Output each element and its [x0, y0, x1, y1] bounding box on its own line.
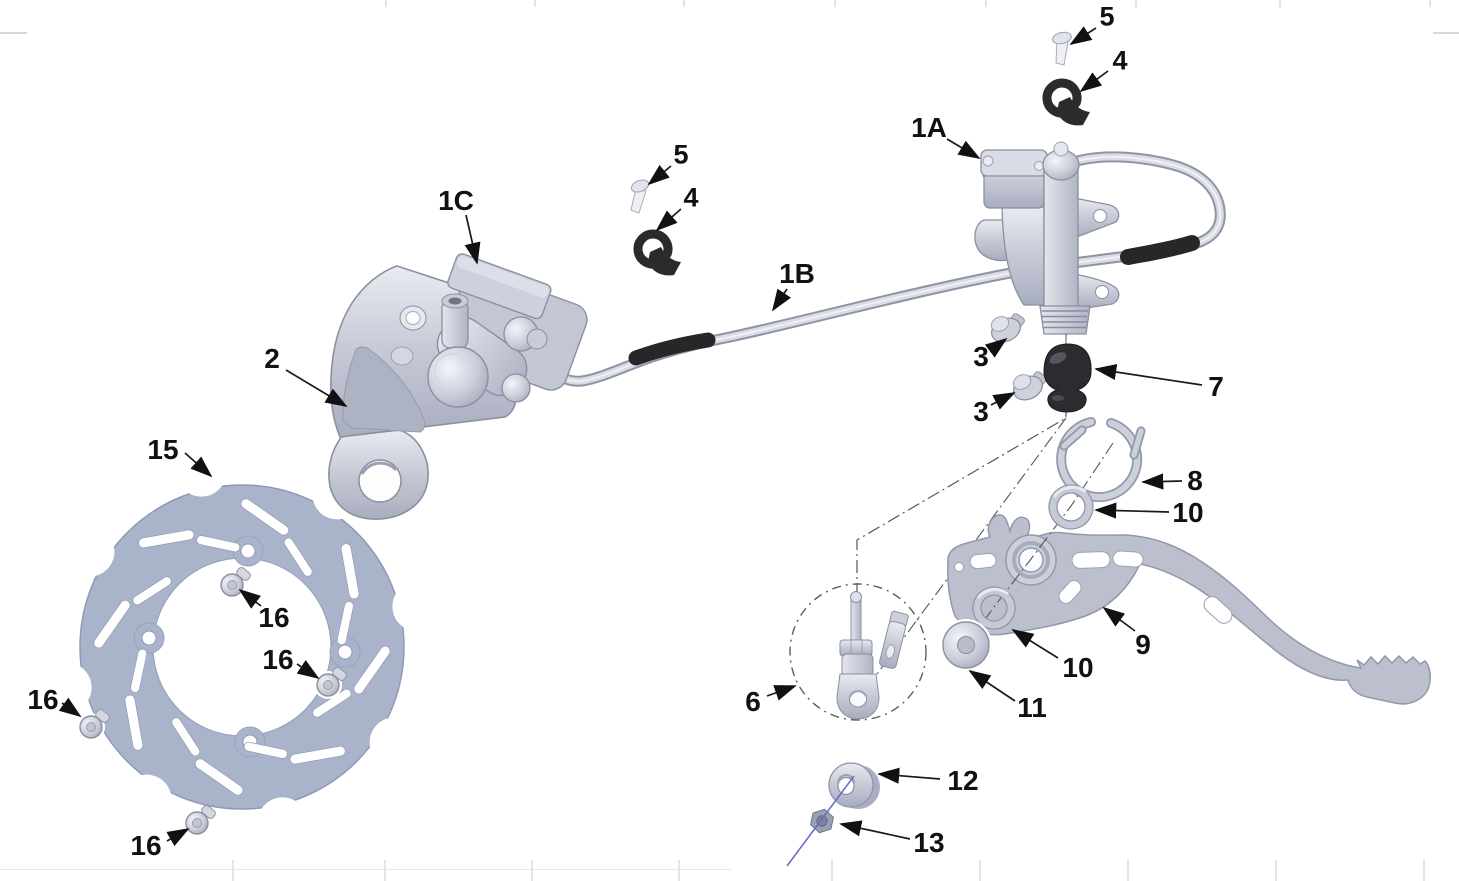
callout-9: 9 [1135, 629, 1151, 660]
callout-16-right: 16 [262, 644, 294, 675]
callout-1b: 1B [779, 258, 815, 289]
callout-4-left: 4 [683, 182, 699, 213]
pedal-cutouts [954, 550, 1233, 624]
hose-sleeve-right [1120, 235, 1200, 265]
washer-upper [1048, 484, 1094, 530]
callout-2: 2 [264, 343, 280, 374]
callout-4-right: 4 [1112, 45, 1128, 76]
caliper-piston-boss [427, 346, 489, 408]
callout-16-left: 16 [27, 684, 59, 715]
callout-13: 13 [913, 827, 945, 858]
disc-mounting-tabs [133, 535, 361, 758]
disc-bolts [77, 567, 347, 837]
callout-6: 6 [745, 686, 761, 717]
brake-disc [41, 446, 443, 848]
hose-sleeve-left [628, 332, 716, 366]
dust-boot [1043, 343, 1092, 413]
washer-lower [972, 586, 1016, 630]
callout-16-bottom: 16 [130, 830, 162, 861]
disc-vent-slots [93, 498, 391, 796]
mounting-bolt-upper [990, 313, 1025, 343]
callout-5-left: 5 [673, 139, 689, 170]
piston-ribs [1039, 305, 1091, 335]
callout-3-upper: 3 [973, 341, 989, 372]
disc-bolt-right [314, 667, 347, 699]
callout-11: 11 [1017, 692, 1047, 723]
disc-bolt-bottom [183, 805, 216, 837]
hose-clamp-right [1042, 78, 1090, 126]
clamp-screw-left [630, 179, 650, 214]
callout-10-upper: 10 [1172, 497, 1204, 528]
brake-pedal [947, 514, 1431, 705]
callout-8: 8 [1187, 465, 1203, 496]
callout-leader-arrows [58, 26, 1203, 847]
callout-7: 7 [1208, 371, 1224, 402]
pedal-pivot-hole [1018, 547, 1044, 573]
clamp-screw-right [1052, 31, 1072, 66]
mounting-bolt-lower [1012, 371, 1047, 401]
snap-ring [1056, 417, 1146, 503]
hose-clamp-left [633, 229, 681, 276]
callout-1c: 1C [438, 185, 474, 216]
callout-5-right: 5 [1099, 1, 1115, 32]
callout-1a: 1A [911, 112, 947, 143]
callout-16-top: 16 [258, 602, 290, 633]
rear-master-cylinder [974, 141, 1120, 335]
clevis-detail-circle [789, 583, 927, 721]
callout-3-lower: 3 [973, 396, 989, 427]
brake-caliper [427, 253, 588, 408]
callout-12: 12 [947, 765, 979, 796]
disc-bolt-left [77, 709, 110, 741]
callout-15: 15 [147, 434, 179, 465]
bracket-axle-hole [358, 459, 402, 503]
master-bore [1043, 167, 1079, 309]
clevis-assembly [789, 583, 927, 721]
pivot-pin [940, 619, 992, 671]
callout-10-lower: 10 [1062, 652, 1094, 683]
spacer-washer [827, 760, 880, 812]
nut-axis-centerline [786, 775, 855, 867]
